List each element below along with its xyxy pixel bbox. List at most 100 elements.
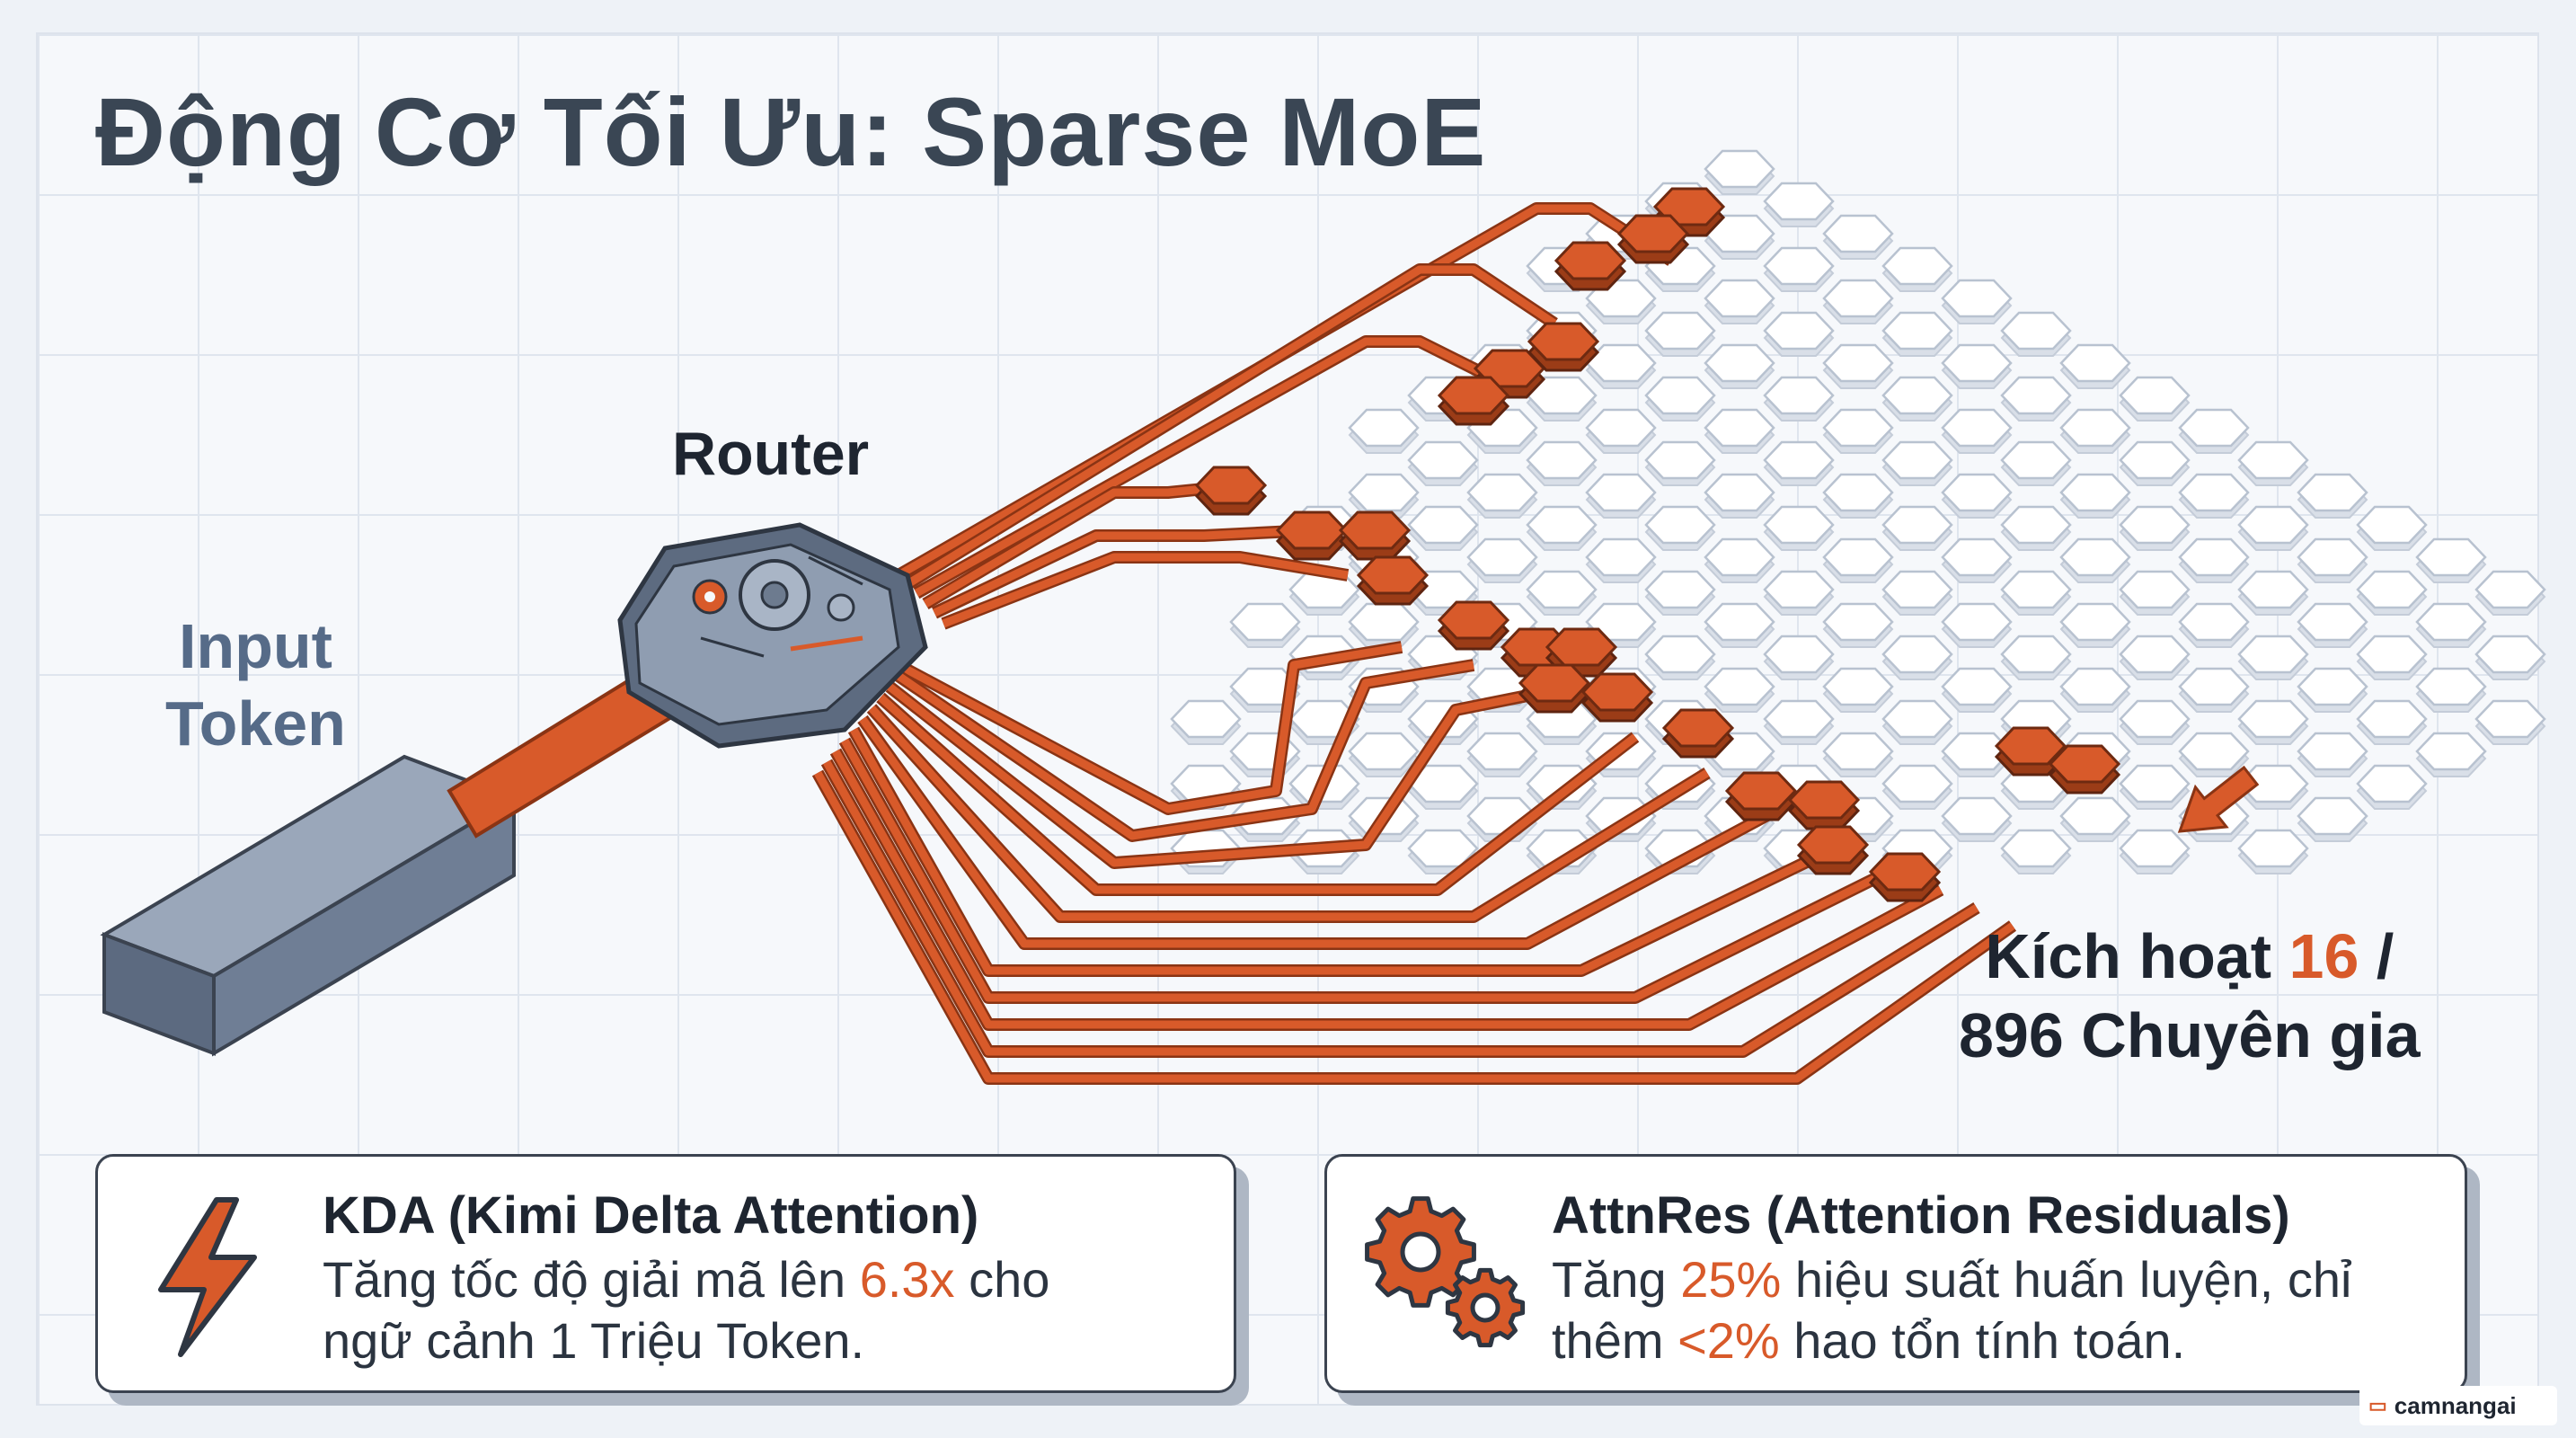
pointer-arrow — [2177, 765, 2260, 833]
expert-hex — [1941, 408, 2013, 454]
routing-traces — [811, 202, 2017, 1085]
expert-hex — [1170, 699, 1242, 745]
expert-hex — [1704, 667, 1775, 713]
expert-hex — [1881, 246, 1953, 292]
active-expert-hex — [1787, 780, 1861, 830]
expert-hex — [1881, 440, 1953, 486]
expert-hex — [1526, 505, 1598, 551]
expert-hex — [2059, 796, 2131, 842]
routing-trace-fill — [905, 265, 1557, 588]
expert-hex — [2178, 732, 2250, 777]
expert-hex — [2000, 376, 2072, 422]
expert-hex — [1763, 182, 1835, 227]
expert-hex — [2415, 537, 2487, 583]
expert-hex — [2297, 602, 2368, 648]
input-token-block — [100, 754, 518, 1057]
kda-line1-pre: Tăng tốc độ giải mã lên — [323, 1251, 860, 1308]
expert-hex — [2297, 473, 2368, 519]
routing-trace-fill — [850, 727, 1844, 975]
expert-hex — [1288, 570, 1360, 616]
kda-line1: Tăng tốc độ giải mã lên 6.3x cho — [323, 1250, 1049, 1309]
routing-trace-fill — [823, 759, 1979, 1056]
attnres-line1: Tăng 25% hiệu suất huấn luyện, chỉ — [1552, 1250, 2351, 1309]
expert-hex — [2415, 667, 2487, 713]
expert-hex — [1763, 440, 1835, 486]
active-expert-hex — [1437, 376, 1510, 426]
expert-hex — [2297, 537, 2368, 583]
expert-hex — [1644, 570, 1716, 616]
expert-hex — [1822, 343, 1894, 389]
expert-hex — [1644, 376, 1716, 422]
expert-hex — [2297, 732, 2368, 777]
expert-hex — [1704, 602, 1775, 648]
page-title: Động Cơ Tối Ưu: Sparse MoE — [95, 77, 1487, 186]
expert-hex — [1822, 667, 1894, 713]
expert-hex — [1881, 570, 1953, 616]
expert-hex — [2356, 764, 2428, 810]
activation-line2: 896 Chuyên gia — [1959, 1000, 2421, 1070]
input-label-line2: Token — [165, 688, 346, 759]
lightning-icon — [158, 1197, 257, 1357]
active-expert-hex — [1338, 510, 1412, 561]
active-expert-hex — [1518, 663, 1591, 714]
expert-hex — [2119, 570, 2191, 616]
expert-hex — [2000, 311, 2072, 357]
active-expert-hex — [1554, 241, 1627, 291]
expert-hex — [2356, 635, 2428, 680]
expert-hex — [1229, 602, 1301, 648]
expert-hex — [2119, 764, 2191, 810]
kda-line1-post: cho — [954, 1251, 1050, 1308]
expert-hex — [1585, 408, 1657, 454]
expert-hex — [2474, 699, 2546, 745]
expert-hex — [2237, 699, 2309, 745]
expert-hex — [2178, 602, 2250, 648]
activation-line1: Kích hoạt 16 / — [1959, 917, 2421, 996]
expert-hex — [2119, 505, 2191, 551]
expert-hex — [2474, 635, 2546, 680]
expert-hex — [2119, 829, 2191, 874]
active-expert-hex — [1724, 771, 1798, 821]
expert-hex — [1704, 214, 1775, 260]
routing-trace-fill — [887, 683, 1546, 867]
expert-hex — [1466, 732, 1538, 777]
gears-icon — [1365, 1196, 1526, 1348]
expert-hex — [2059, 537, 2131, 583]
active-expert-hex — [1661, 708, 1735, 759]
expert-hex — [1704, 473, 1775, 519]
routing-trace-fill — [896, 643, 1403, 813]
expert-hex — [1348, 602, 1420, 648]
expert-hex — [2178, 667, 2250, 713]
expert-hex — [1763, 570, 1835, 616]
expert-hex — [1763, 635, 1835, 680]
attnres-line1-post: hiệu suất huấn luyện, chỉ — [1781, 1251, 2352, 1308]
expert-hex — [1941, 602, 2013, 648]
expert-hex — [1941, 343, 2013, 389]
routing-trace-fill — [841, 738, 1899, 1002]
expert-hex — [2059, 473, 2131, 519]
expert-hex — [1822, 408, 1894, 454]
expert-hex — [2415, 602, 2487, 648]
expert-hex — [1941, 796, 2013, 842]
expert-hex — [1881, 764, 1953, 810]
active-expert-hex — [1580, 672, 1654, 723]
expert-hex — [1881, 505, 1953, 551]
expert-hex — [1941, 667, 2013, 713]
routing-trace-fill — [878, 694, 1638, 894]
expert-hex — [2000, 570, 2072, 616]
activation-separator: / — [2359, 921, 2395, 991]
expert-hex — [1466, 537, 1538, 583]
expert-hex — [2237, 505, 2309, 551]
expert-hex — [2297, 667, 2368, 713]
expert-hex — [1644, 635, 1716, 680]
attnres-line1-pre: Tăng — [1552, 1251, 1681, 1308]
expert-hex — [1763, 699, 1835, 745]
expert-hex — [2059, 602, 2131, 648]
expert-hex — [2000, 505, 2072, 551]
expert-hex — [1822, 473, 1894, 519]
expert-hex — [2119, 699, 2191, 745]
kda-title: KDA (Kimi Delta Attention) — [323, 1186, 979, 1245]
expert-hex — [1704, 279, 1775, 324]
expert-hex — [1466, 473, 1538, 519]
expert-hex — [1704, 343, 1775, 389]
expert-hex — [1644, 311, 1716, 357]
